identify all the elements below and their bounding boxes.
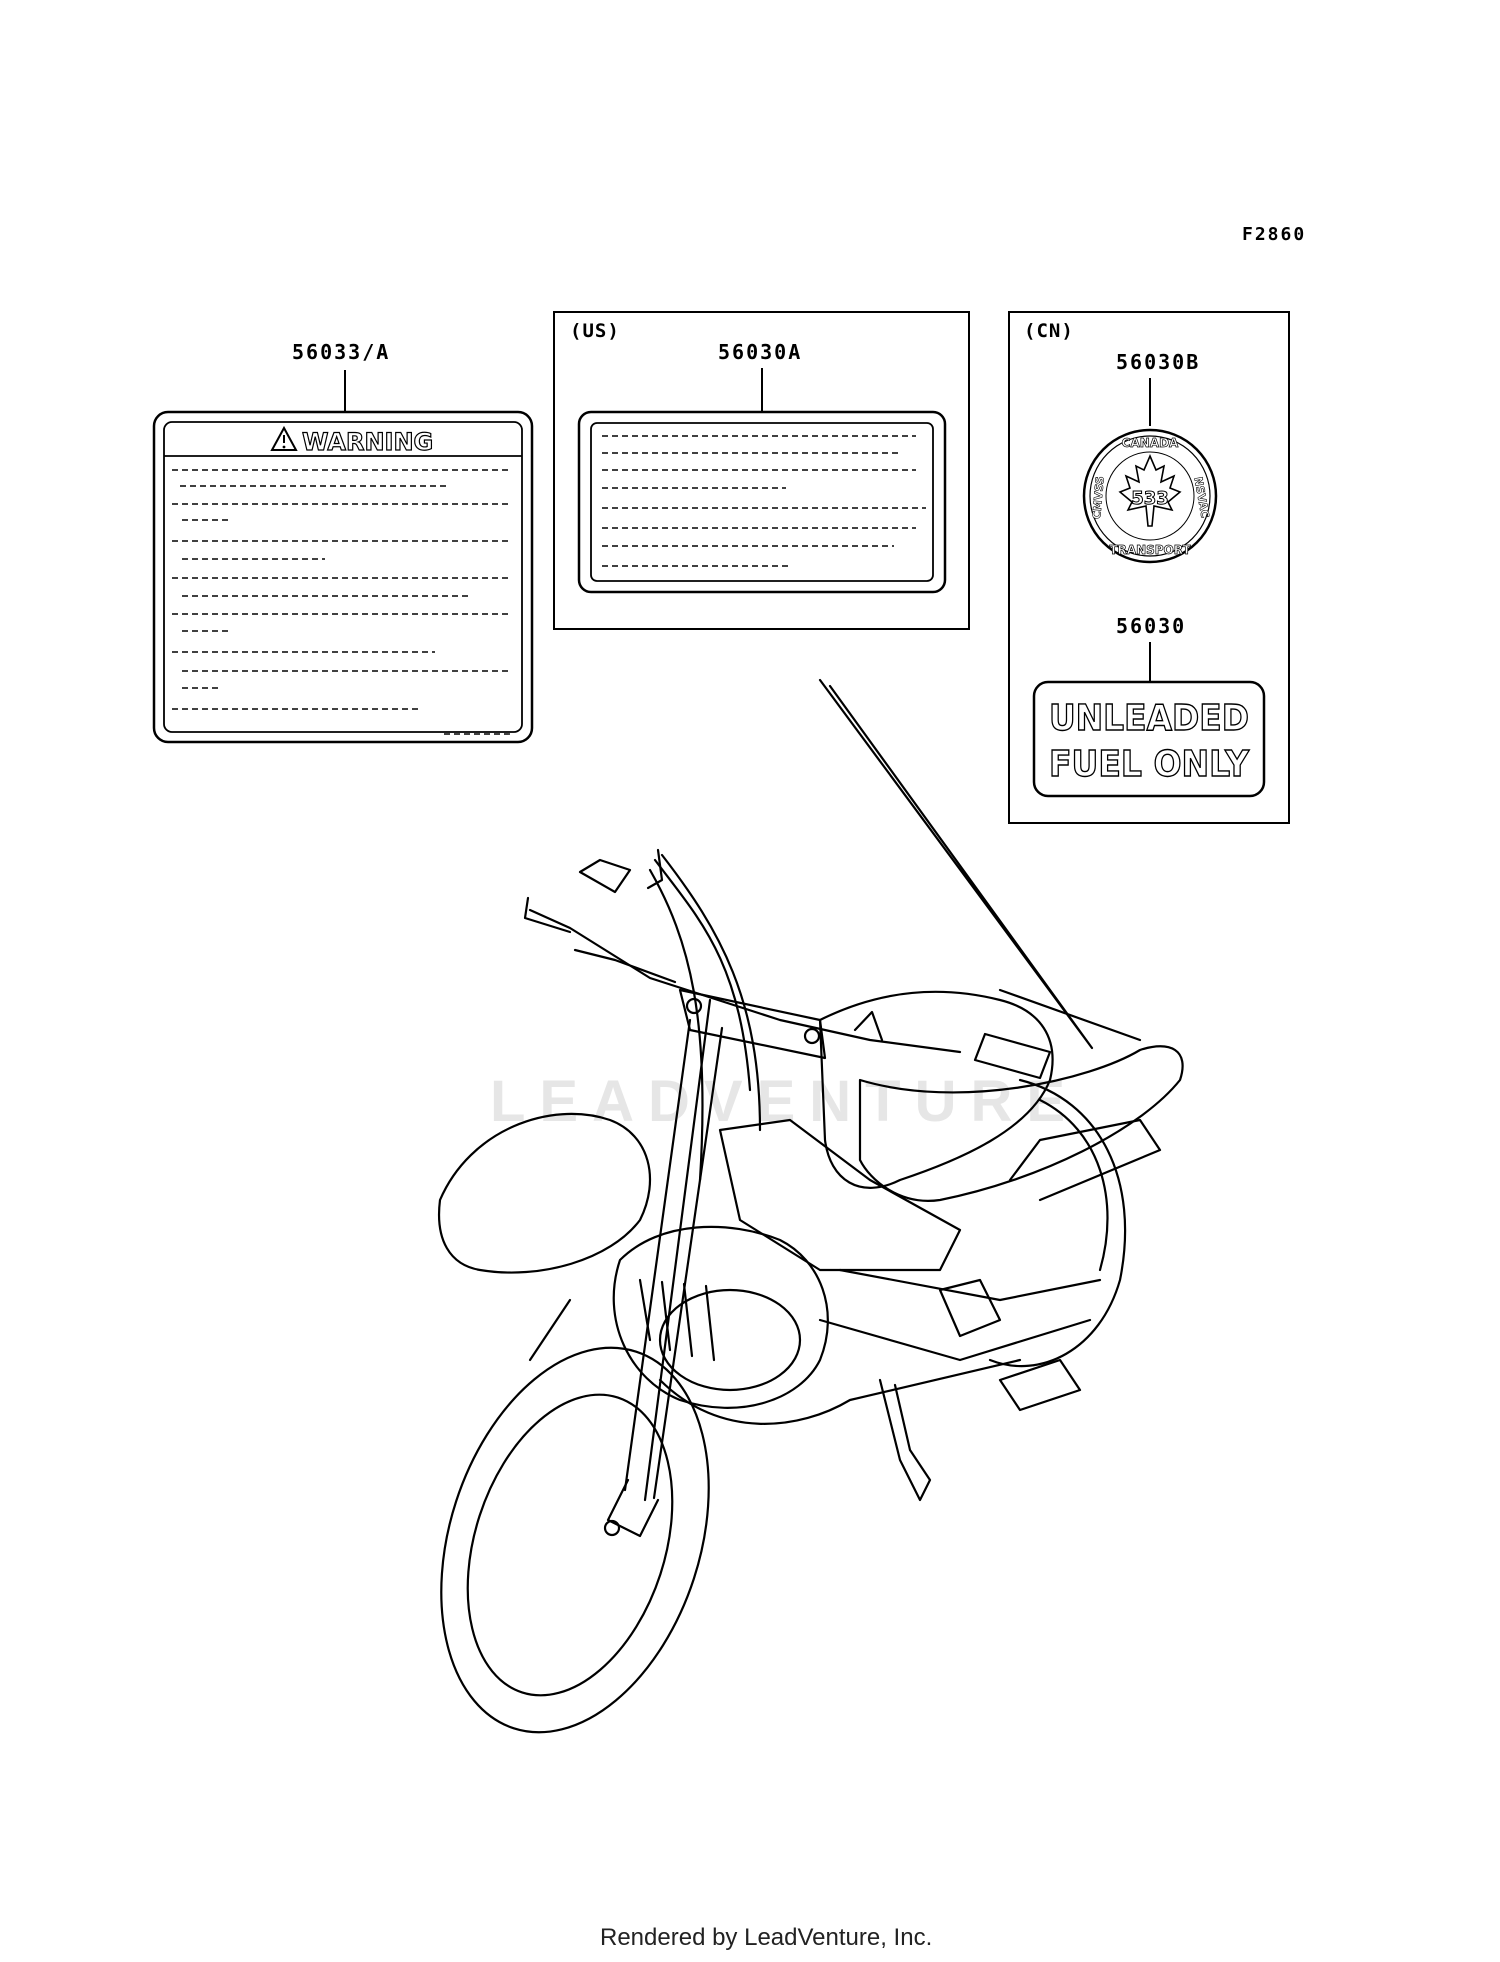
- seat: [858, 1045, 1184, 1202]
- engine: [612, 1225, 829, 1409]
- seal-top-text: CANADA: [1122, 436, 1179, 450]
- diagram-code: F2860: [1242, 224, 1307, 245]
- footer-credit: Rendered by LeadVenture, Inc.: [600, 1924, 933, 1951]
- canada-cmvss-seal[interactable]: CANADA TRANSPORT CMVSS NSVAC 533: [1080, 376, 1220, 576]
- fuel-tank: [818, 990, 1054, 1189]
- part-ref-56030a[interactable]: 56030A: [718, 340, 803, 364]
- cn-region-box: [1008, 311, 1290, 824]
- us-region-box: [553, 311, 970, 630]
- unleaded-line-1: UNLEADED: [1049, 698, 1249, 739]
- warning-label[interactable]: WARNING: [150, 368, 540, 748]
- warning-title: WARNING: [302, 428, 433, 456]
- exhaust-pipe: [658, 1358, 1022, 1425]
- region-label-cn: (CN): [1024, 320, 1074, 342]
- front-wheel: [440, 1346, 710, 1734]
- part-ref-56033a[interactable]: 56033/A: [292, 340, 391, 364]
- front-fender: [437, 1112, 652, 1274]
- seal-center-number: 533: [1131, 488, 1169, 509]
- seal-bottom-text: TRANSPORT: [1109, 543, 1191, 557]
- part-ref-56030[interactable]: 56030: [1116, 614, 1187, 638]
- maple-leaf-icon: [1118, 453, 1182, 527]
- us-info-label[interactable]: [576, 368, 948, 596]
- unleaded-fuel-label[interactable]: UNLEADED FUEL ONLY: [1030, 640, 1270, 800]
- warning-triangle-icon: [270, 425, 298, 451]
- handlebar: [528, 908, 962, 1054]
- rear-wheel: [988, 1078, 1127, 1368]
- leader-line: [818, 678, 1094, 1050]
- motorcycle-illustration: [437, 678, 1184, 1734]
- unleaded-line-2: FUEL ONLY: [1049, 744, 1250, 785]
- watermark: LEADVENTURE: [490, 1069, 1080, 1134]
- seal-left-text: CMVSS: [1090, 476, 1107, 520]
- part-ref-56030b[interactable]: 56030B: [1116, 350, 1201, 374]
- region-label-us: (US): [570, 320, 620, 342]
